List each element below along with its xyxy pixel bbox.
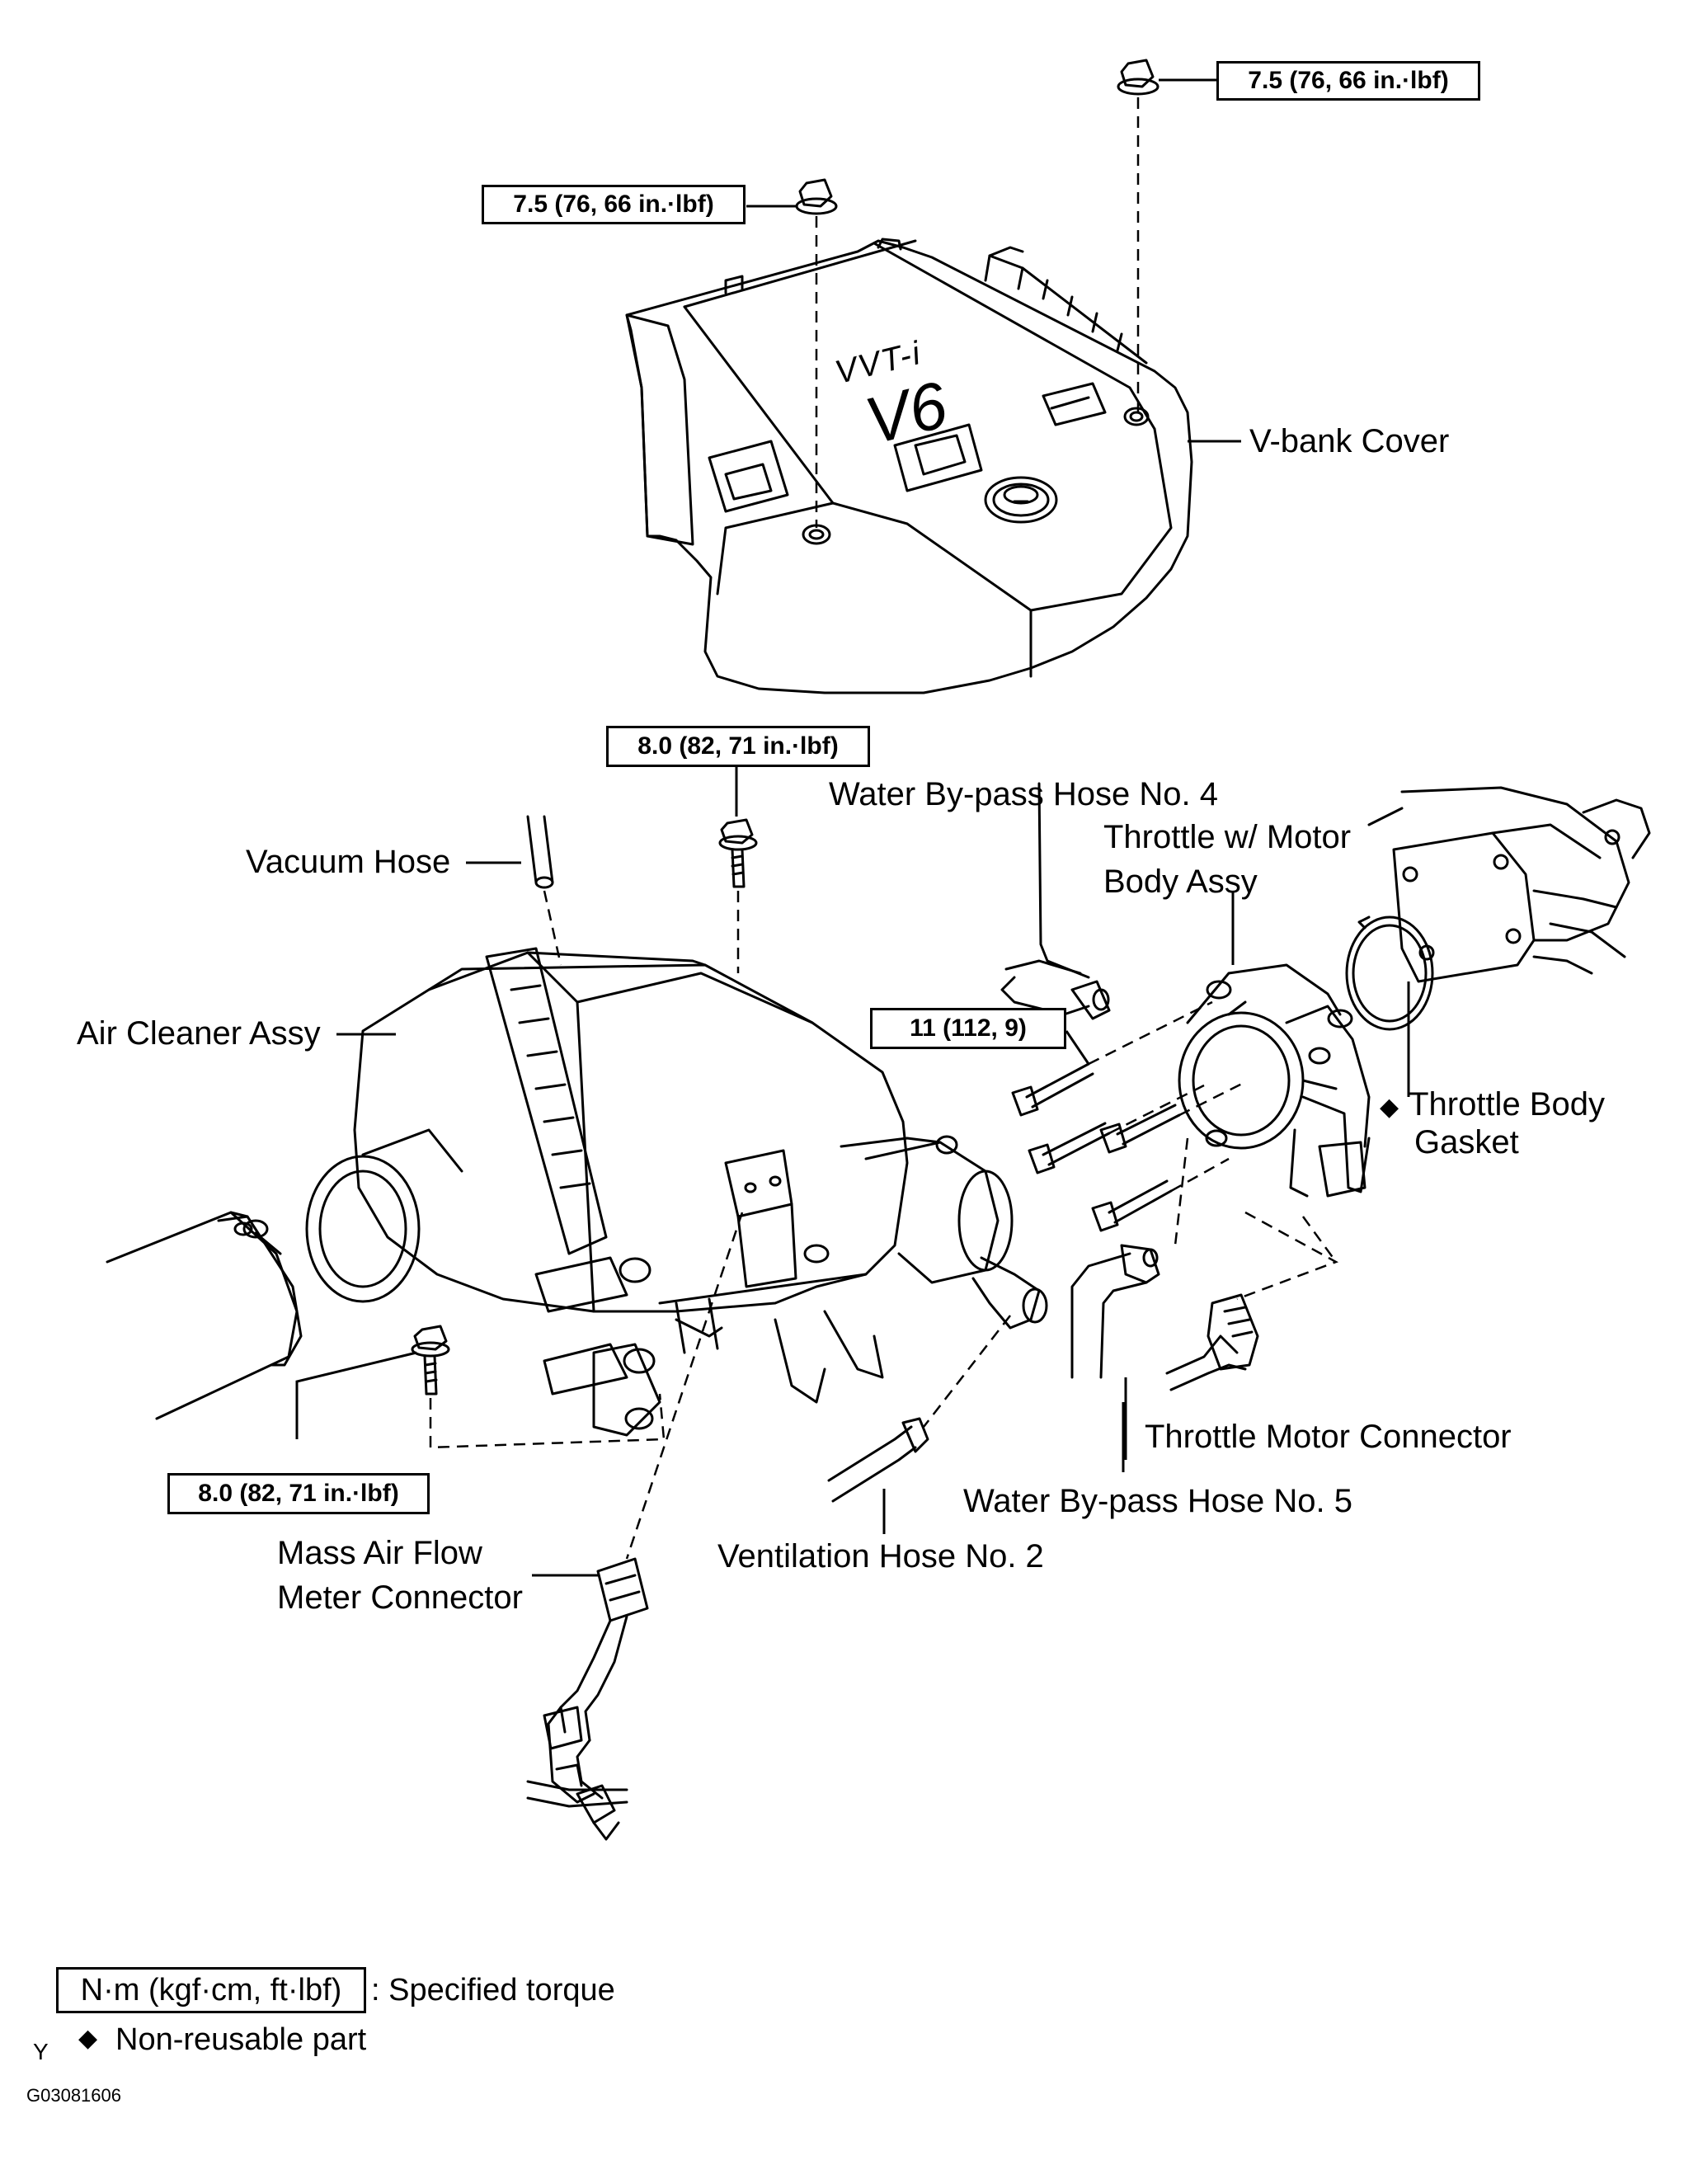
footer-letter: Y (33, 2039, 49, 2064)
torque-spec-throttle-bolts: 11 (112, 9) (870, 1008, 1066, 1049)
legend-nonreusable-desc: Non-reusable part (115, 2022, 367, 2057)
cover-nut-left-drawing (795, 178, 838, 215)
figure-id: G03081606 (26, 2085, 121, 2106)
air-cleaner-drawing (305, 947, 1048, 1437)
legend-torque-unit-box: N·m (kgf·cm, ft·lbf) (56, 1967, 366, 2013)
label-throttle-body-gasket-line2: Gasket (1414, 1124, 1519, 1160)
intake-hose-drawing (106, 1211, 303, 1420)
torque-spec-air-cleaner-bolt-top: 8.0 (82, 71 in.·lbf) (606, 726, 870, 767)
air-cleaner-bolt-bottom-drawing (411, 1325, 450, 1396)
label-throttle-body-gasket-line1: ◆ Throttle Body (1380, 1082, 1605, 1130)
label-vacuum-hose: Vacuum Hose (246, 844, 451, 880)
label-throttle-motor-connector: Throttle Motor Connector (1145, 1419, 1512, 1455)
label-throttle-body-assy-line2: Body Assy (1103, 864, 1258, 900)
label-throttle-body-assy-line1: Throttle w/ Motor (1103, 819, 1352, 855)
air-cleaner-bolt-top-drawing (718, 818, 758, 888)
throttle-body-gasket-drawing (1345, 915, 1434, 1031)
label-maf-connector-line1: Mass Air Flow (277, 1535, 482, 1571)
label-water-bypass-hose-5: Water By-pass Hose No. 5 (963, 1483, 1353, 1519)
v-bank-cover-drawing (625, 238, 1193, 694)
label-air-cleaner-assy: Air Cleaner Assy (77, 1015, 321, 1052)
throttle-motor-connector-drawing (1165, 1293, 1259, 1391)
throttle-body-drawing (1178, 963, 1371, 1198)
label-water-bypass-hose-4: Water By-pass Hose No. 4 (829, 776, 1219, 812)
throttle-bolt-2-drawing (1028, 1122, 1111, 1174)
throttle-bolt-4-drawing (1091, 1179, 1173, 1232)
maf-connector-drawing (526, 1557, 649, 1841)
torque-spec-cover-nut-left: 7.5 (76, 66 in.·lbf) (482, 185, 746, 224)
non-reusable-diamond-icon: ◆ (1380, 1094, 1399, 1121)
water-bypass-hose-4-drawing (1000, 782, 1111, 1020)
torque-spec-cover-nut-right: 7.5 (76, 66 in.·lbf) (1216, 61, 1480, 101)
cover-nut-right-drawing (1117, 59, 1160, 96)
intake-manifold-drawing (1367, 786, 1651, 983)
water-bypass-hose-5-drawing (1070, 1244, 1160, 1379)
torque-spec-air-cleaner-bolt-bottom: 8.0 (82, 71 in.·lbf) (167, 1473, 430, 1514)
label-maf-connector-line2: Meter Connector (277, 1579, 523, 1616)
label-v-bank-cover: V-bank Cover (1249, 423, 1450, 459)
gasket-label-text: Throttle Body (1409, 1086, 1605, 1123)
legend-torque-desc: : Specified torque (371, 1973, 615, 2007)
vacuum-hose-drawing (526, 815, 554, 889)
legend-nonreusable-symbol: ◆ (78, 2025, 98, 2052)
ventilation-hose-2-drawing (827, 1417, 929, 1503)
throttle-bolt-1-drawing (1011, 1062, 1094, 1117)
label-ventilation-hose-2: Ventilation Hose No. 2 (717, 1538, 1044, 1574)
throttle-bolt-3-drawing (1099, 1104, 1181, 1154)
